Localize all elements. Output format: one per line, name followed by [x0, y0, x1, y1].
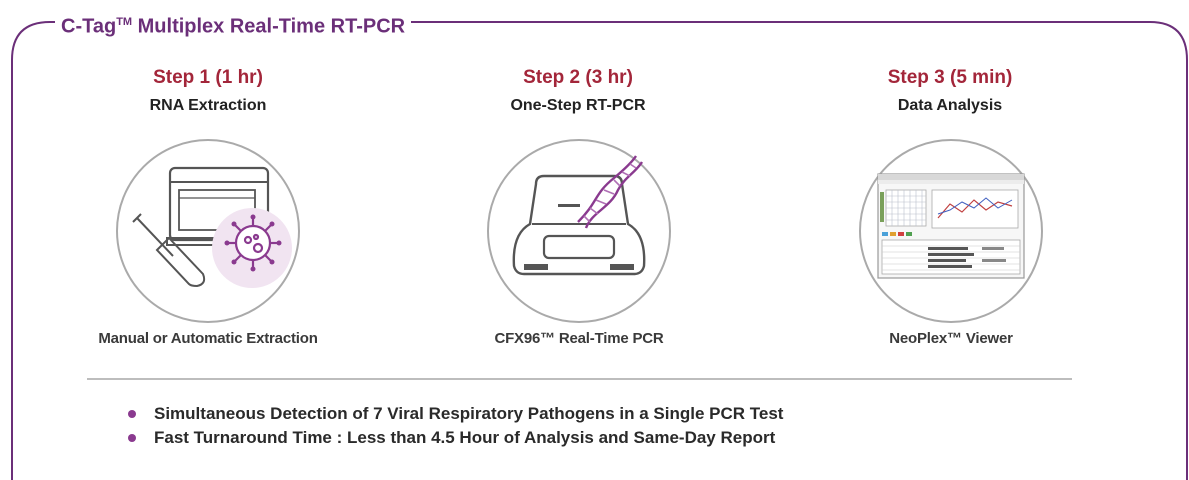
bullet-dot-icon	[128, 410, 136, 418]
step-2-title: Step 2 (3 hr)	[523, 67, 633, 88]
step-1-title: Step 1 (1 hr)	[153, 67, 263, 88]
step-1-subtitle: RNA Extraction	[149, 97, 267, 114]
step-1: Step 1 (1 hr) RNA Extraction	[78, 66, 338, 116]
feature-item: Simultaneous Detection of 7 Viral Respir…	[128, 402, 783, 426]
step-2-subtitle: One-Step RT-PCR	[510, 97, 646, 114]
step-3-caption: NeoPlex™ Viewer	[889, 330, 1013, 347]
divider	[87, 378, 1072, 380]
step-3-subtitle: Data Analysis	[897, 97, 1003, 114]
rna-extraction-icon	[116, 139, 300, 323]
feature-list: Simultaneous Detection of 7 Viral Respir…	[128, 402, 783, 450]
step-1-caption: Manual or Automatic Extraction	[98, 330, 318, 347]
panel-title: C-TagTM Multiplex Real-Time RT-PCR	[55, 9, 412, 40]
step-3-title: Step 3 (5 min)	[887, 67, 1013, 88]
step-2-caption: CFX96™ Real-Time PCR	[494, 330, 664, 347]
bullet-dot-icon	[128, 434, 136, 442]
feature-item: Fast Turnaround Time : Less than 4.5 Hou…	[128, 426, 783, 450]
step-2: Step 2 (3 hr) One-Step RT-PCR	[448, 66, 708, 116]
pcr-machine-icon	[487, 139, 671, 323]
viewer-software-icon	[859, 139, 1043, 323]
step-3: Step 3 (5 min) Data Analysis	[820, 66, 1080, 116]
